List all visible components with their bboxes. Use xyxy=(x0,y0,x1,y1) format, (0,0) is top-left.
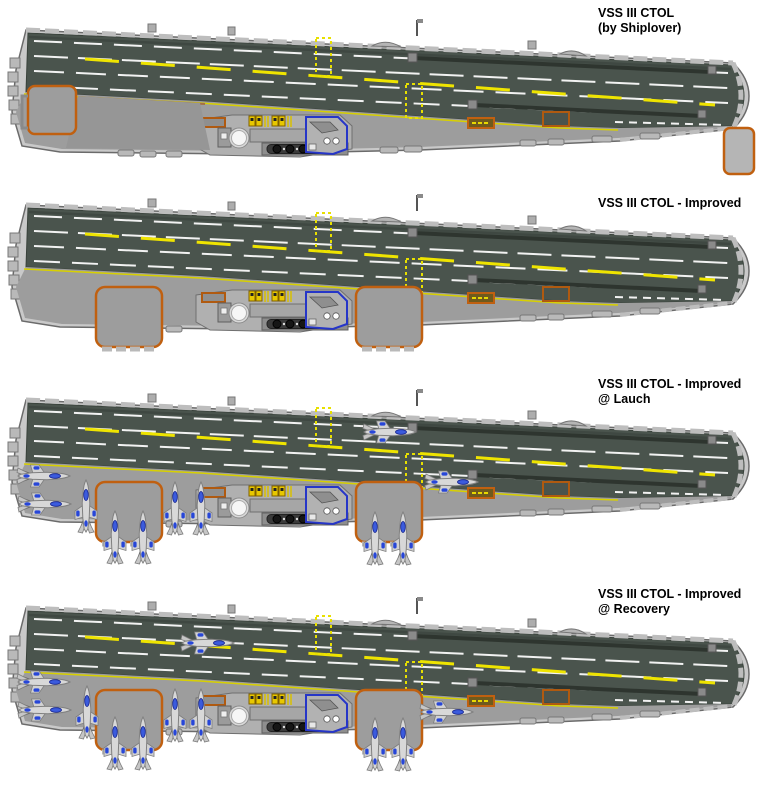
ship-diagram-ctol-improved: VSS III CTOL - Improved xyxy=(0,175,760,380)
ship-label-line: VSS III CTOL xyxy=(598,6,675,20)
ship-label: VSS III CTOL - Improved xyxy=(598,196,741,211)
ship-label: VSS III CTOL - Improved@ Recovery xyxy=(598,587,741,617)
ship-label: VSS III CTOL(by Shiplover) xyxy=(598,6,681,36)
ship-label: VSS III CTOL - Improved@ Lauch xyxy=(598,377,741,407)
ship-diagram-ctol-improved-recovery: VSS III CTOL - Improved@ Recovery xyxy=(0,578,760,783)
ship-label-line: VSS III CTOL - Improved xyxy=(598,377,742,391)
ship-label-line: VSS III CTOL - Improved xyxy=(598,196,742,210)
ship-diagram-ctol-improved-launch: VSS III CTOL - Improved@ Lauch xyxy=(0,370,760,575)
ship-label-line: @ Lauch xyxy=(598,392,651,406)
ship-diagram-ctol-original: VSS III CTOL(by Shiplover) xyxy=(0,0,760,205)
ship-label-line: VSS III CTOL - Improved xyxy=(598,587,742,601)
ship-label-line: @ Recovery xyxy=(598,602,670,616)
ship-label-line: (by Shiplover) xyxy=(598,21,682,35)
